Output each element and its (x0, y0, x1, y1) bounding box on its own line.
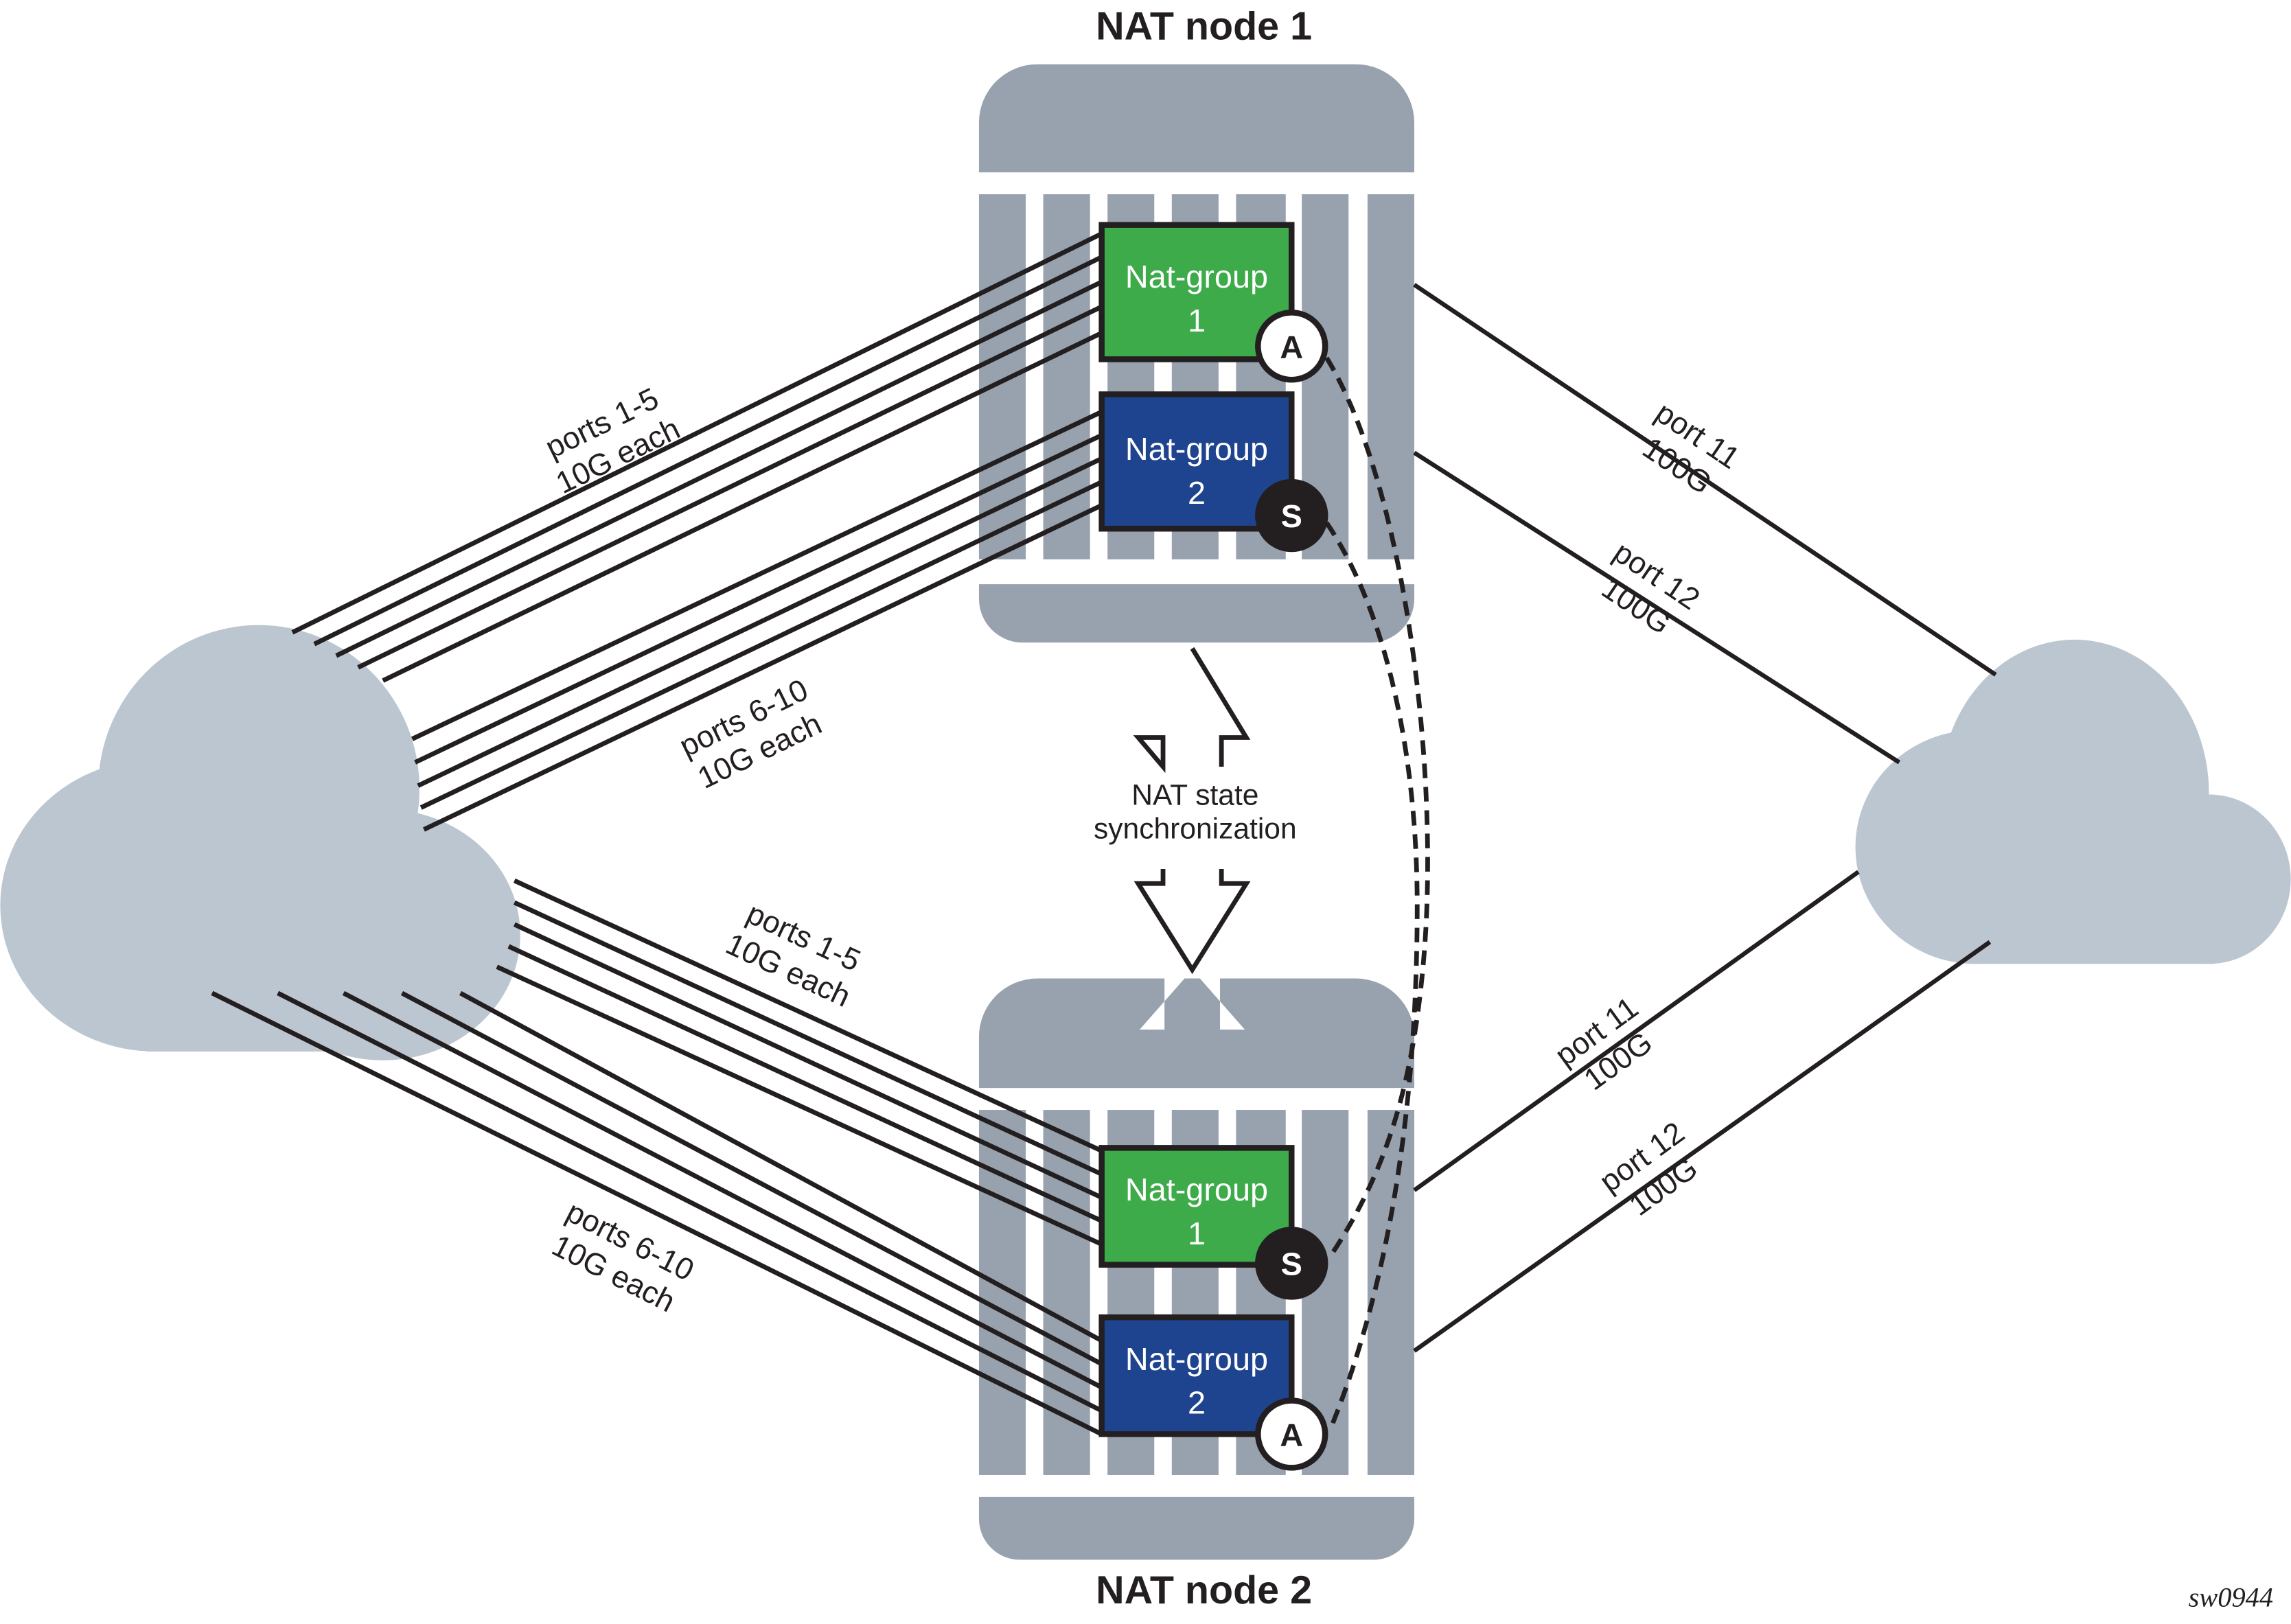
node2-group2-active-badge: A (1255, 1397, 1328, 1471)
group-number: 2 (1188, 1385, 1206, 1421)
node1-group2-standby-badge: S (1255, 478, 1328, 553)
group-number: 1 (1188, 303, 1206, 338)
nat-node-2-chassis (978, 978, 1414, 1560)
sync-line-group-2 (1324, 521, 1420, 1425)
label-node2-port-11: port 11 100G (1550, 990, 1659, 1097)
node2-group1-standby-badge: S (1255, 1227, 1328, 1300)
sync-line-group-1 (1324, 356, 1430, 1255)
group-number: 2 (1188, 475, 1206, 511)
node1-nat-group-2: Nat-group 2 (1098, 391, 1295, 532)
label-node1-ports-1-5: ports 1-5 10G each (540, 382, 685, 500)
group-name: Nat-group (1125, 431, 1268, 467)
sync-double-arrow-icon: NAT state synchronization (1094, 647, 1297, 1030)
label-node1-port-11: port 11 100G (1637, 396, 1746, 501)
label-node2-ports-6-10: ports 6-10 10G each (546, 1195, 699, 1319)
label-node2-ports-1-5: ports 1-5 10G each (721, 896, 866, 1014)
right-cloud (1855, 639, 2291, 964)
svg-text:A: A (1280, 329, 1303, 364)
left-cloud (0, 625, 520, 1060)
sync-label-line1: NAT state (1131, 778, 1258, 811)
node1-title: NAT node 1 (1096, 4, 1312, 48)
node1-port11-link (1413, 283, 1997, 677)
svg-text:S: S (1281, 498, 1302, 534)
node2-port12-link (1413, 940, 1992, 1353)
node2-left-links-ports-6-10 (211, 990, 1103, 1437)
uplinks (1413, 283, 1997, 1353)
node1-left-links-ports-1-5 (291, 231, 1103, 683)
sync-label-line2: synchronization (1094, 812, 1297, 845)
svg-text:S: S (1281, 1246, 1302, 1281)
group-number: 1 (1188, 1216, 1206, 1251)
node2-nat-group-2: Nat-group 2 (1098, 1314, 1295, 1437)
node1-group1-active-badge: A (1255, 310, 1328, 383)
node2-title: NAT node 2 (1096, 1568, 1312, 1612)
label-node1-port-12: port 12 100G (1596, 535, 1705, 641)
node2-port11-link (1413, 870, 1860, 1192)
group-name: Nat-group (1125, 259, 1268, 294)
figure-id: sw0944 (2189, 1581, 2274, 1612)
node1-left-links-ports-6-10 (411, 409, 1103, 832)
node1-port12-link (1413, 450, 1901, 765)
group-name: Nat-group (1125, 1172, 1268, 1207)
svg-text:A: A (1280, 1417, 1303, 1452)
label-node1-ports-6-10: ports 6-10 10G each (674, 673, 827, 795)
group-name: Nat-group (1125, 1341, 1268, 1377)
node2-left-links-ports-1-5 (496, 878, 1103, 1246)
